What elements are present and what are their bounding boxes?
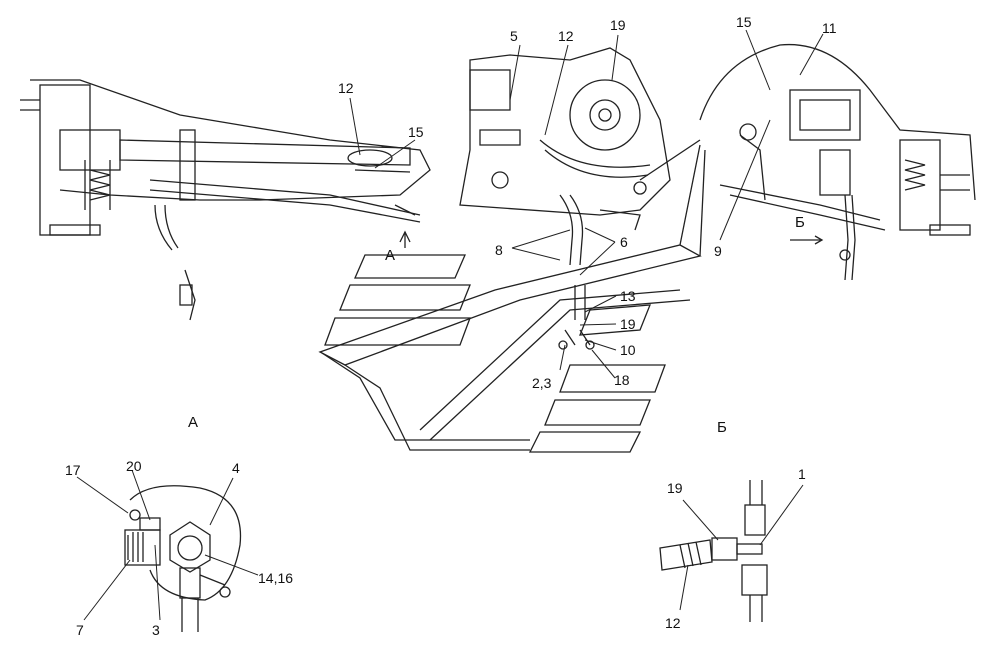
callout-11: 11 xyxy=(822,20,837,36)
callout-7: 7 xyxy=(76,622,84,638)
callout-12: 12 xyxy=(665,615,681,631)
callout-3: 3 xyxy=(152,622,160,638)
right-frame-assembly xyxy=(699,43,976,281)
view-arrow-label-a: А xyxy=(385,247,396,264)
detail-b xyxy=(659,480,768,622)
center-mechanism xyxy=(459,47,701,350)
callout-5: 5 xyxy=(510,28,518,44)
callout-1: 1 xyxy=(798,466,806,482)
cab-outline xyxy=(318,144,706,453)
callout-19: 19 xyxy=(620,316,636,332)
callout-12: 12 xyxy=(558,28,574,44)
callout-12: 12 xyxy=(338,80,354,96)
callout-8: 8 xyxy=(495,242,503,258)
callout-18: 18 xyxy=(614,372,630,388)
callout-13: 13 xyxy=(620,288,636,304)
callout-4: 4 xyxy=(232,460,240,476)
leader-lines xyxy=(76,29,824,621)
callout-19: 19 xyxy=(610,17,626,33)
callout-20: 20 xyxy=(126,458,142,474)
callout-10: 10 xyxy=(620,342,636,358)
detail-a xyxy=(124,485,242,632)
callout-9: 9 xyxy=(714,243,722,259)
callout-15: 15 xyxy=(408,124,424,140)
view-title-b: Б xyxy=(717,419,727,436)
callout-2-3: 2,3 xyxy=(532,375,552,391)
view-title-a: А xyxy=(188,414,199,431)
view-arrow-label-b: Б xyxy=(795,214,805,231)
callout-14-16: 14,16 xyxy=(258,570,294,586)
callout-15: 15 xyxy=(736,14,752,30)
callout-19: 19 xyxy=(667,480,683,496)
left-frame-assembly xyxy=(20,79,431,321)
callout-17: 17 xyxy=(65,462,81,478)
callout-6: 6 xyxy=(620,234,628,250)
